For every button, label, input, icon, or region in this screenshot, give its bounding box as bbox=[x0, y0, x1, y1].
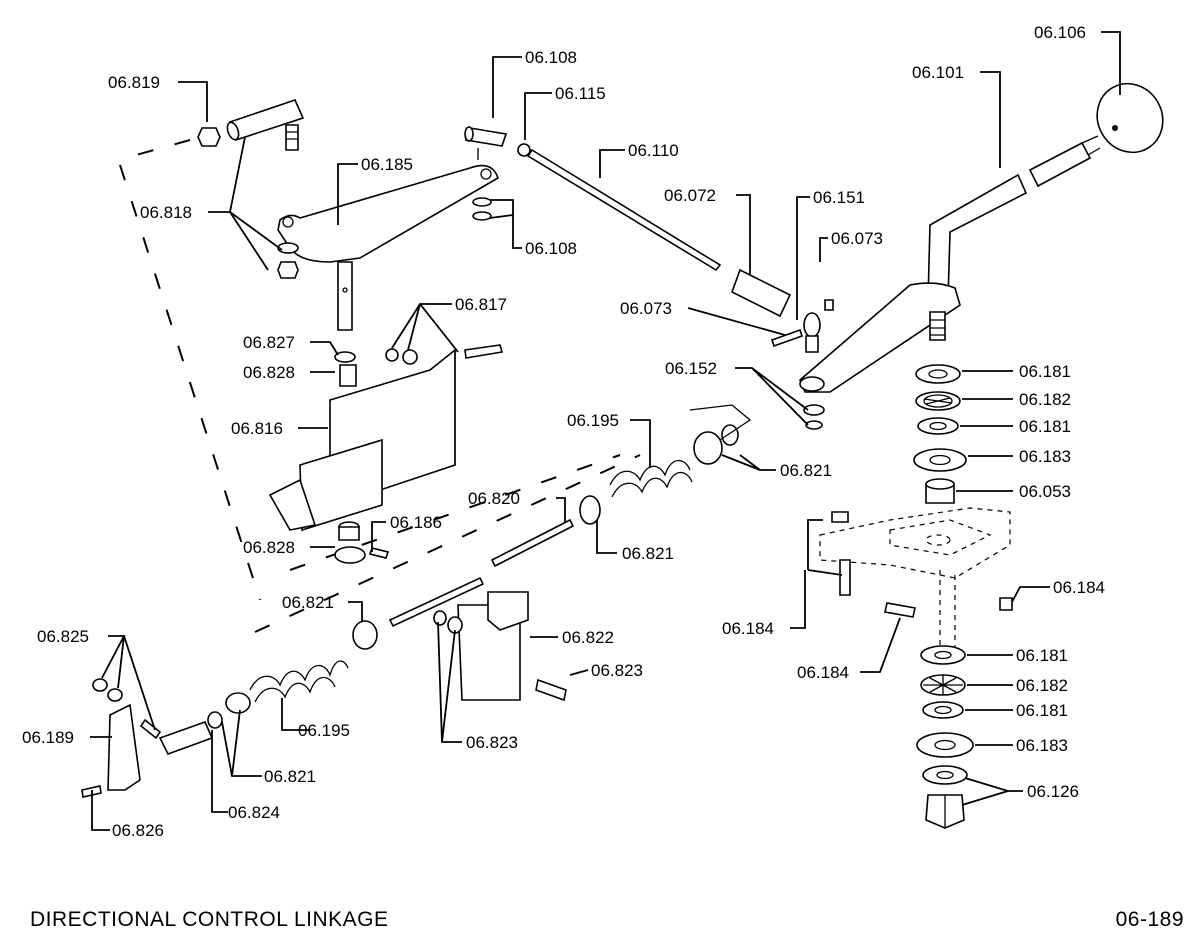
upper-spring-assembly bbox=[579, 404, 752, 525]
callout-label: 06.185 bbox=[361, 155, 413, 174]
knob-grip-sleeve bbox=[1028, 135, 1101, 188]
assembly-dashed-outline bbox=[117, 139, 641, 633]
callout-label: 06.821 bbox=[780, 461, 832, 480]
callout-label: 06.181 bbox=[1016, 646, 1068, 665]
pedal-lever bbox=[277, 164, 499, 331]
callout-label: 06.195 bbox=[298, 721, 350, 740]
callout-label: 06.101 bbox=[912, 63, 964, 82]
callout-label: 06.151 bbox=[813, 188, 865, 207]
figure-number: 06-189 bbox=[1115, 908, 1184, 931]
connecting-rod bbox=[464, 126, 722, 272]
callout-label: 06.184 bbox=[797, 663, 849, 682]
callout-label: 06.183 bbox=[1019, 447, 1071, 466]
callout-label: 06.182 bbox=[1016, 676, 1068, 695]
callout-label: 06.184 bbox=[1053, 578, 1105, 597]
support-plate bbox=[268, 344, 504, 564]
callout-label: 06.821 bbox=[622, 544, 674, 563]
clevis bbox=[731, 268, 834, 430]
leader-lines bbox=[90, 31, 1121, 831]
callout-label: 06.818 bbox=[140, 203, 192, 222]
callout-label: 06.817 bbox=[455, 295, 507, 314]
callout-label: 06.819 bbox=[108, 73, 160, 92]
shift-lever bbox=[799, 173, 1028, 393]
long-rod bbox=[388, 518, 575, 628]
callout-label: 06.184 bbox=[722, 619, 774, 638]
pedal-handle bbox=[226, 99, 305, 151]
callout-label: 06.183 bbox=[1016, 736, 1068, 755]
callout-labels: 06.819 06.108 06.115 06.110 06.185 06.81… bbox=[22, 23, 1105, 840]
callout-label: 06.186 bbox=[390, 513, 442, 532]
callout-label: 06.126 bbox=[1027, 782, 1079, 801]
callout-label: 06.189 bbox=[22, 728, 74, 747]
callout-label: 06.821 bbox=[264, 767, 316, 786]
callout-label: 06.072 bbox=[664, 186, 716, 205]
callout-label: 06.816 bbox=[231, 419, 283, 438]
callout-label: 06.823 bbox=[466, 733, 518, 752]
callout-label: 06.110 bbox=[628, 141, 679, 160]
mounting-plate bbox=[433, 591, 567, 702]
small-nuts-upper-left bbox=[197, 127, 299, 279]
callout-label: 06.152 bbox=[665, 359, 717, 378]
callout-label: 06.073 bbox=[620, 299, 672, 318]
lower-left-lever bbox=[81, 678, 214, 798]
callout-label: 06.181 bbox=[1019, 362, 1071, 381]
callout-label: 06.108 bbox=[525, 48, 577, 67]
callout-label: 06.195 bbox=[567, 411, 619, 430]
callout-label: 06.828 bbox=[243, 538, 295, 557]
callout-label: 06.181 bbox=[1019, 417, 1071, 436]
bracket-bolts bbox=[831, 511, 1013, 618]
callout-label: 06.826 bbox=[112, 821, 164, 840]
callout-label: 06.182 bbox=[1019, 390, 1071, 409]
callout-label: 06.827 bbox=[243, 333, 295, 352]
callout-label: 06.181 bbox=[1016, 701, 1068, 720]
exploded-parts-diagram: 06.819 06.108 06.115 06.110 06.185 06.81… bbox=[22, 23, 1164, 840]
callout-label: 06.821 bbox=[282, 593, 334, 612]
callout-label: 06.053 bbox=[1019, 482, 1071, 501]
control-knob bbox=[1096, 82, 1164, 154]
callout-label: 06.828 bbox=[243, 363, 295, 382]
callout-label: 06.823 bbox=[591, 661, 643, 680]
diagram-title: DIRECTIONAL CONTROL LINKAGE bbox=[30, 908, 389, 931]
callout-label: 06.820 bbox=[468, 489, 520, 508]
callout-label: 06.106 bbox=[1034, 23, 1086, 42]
callout-label: 06.115 bbox=[555, 84, 606, 103]
washer-stack-upper bbox=[913, 364, 967, 504]
callout-label: 06.108 bbox=[525, 239, 577, 258]
lower-spring-assembly bbox=[207, 620, 378, 729]
callout-label: 06.824 bbox=[228, 803, 280, 822]
washer-stack-lower bbox=[916, 645, 974, 829]
callout-label: 06.073 bbox=[831, 229, 883, 248]
callout-label: 06.822 bbox=[562, 628, 614, 647]
callout-label: 06.825 bbox=[37, 627, 89, 646]
